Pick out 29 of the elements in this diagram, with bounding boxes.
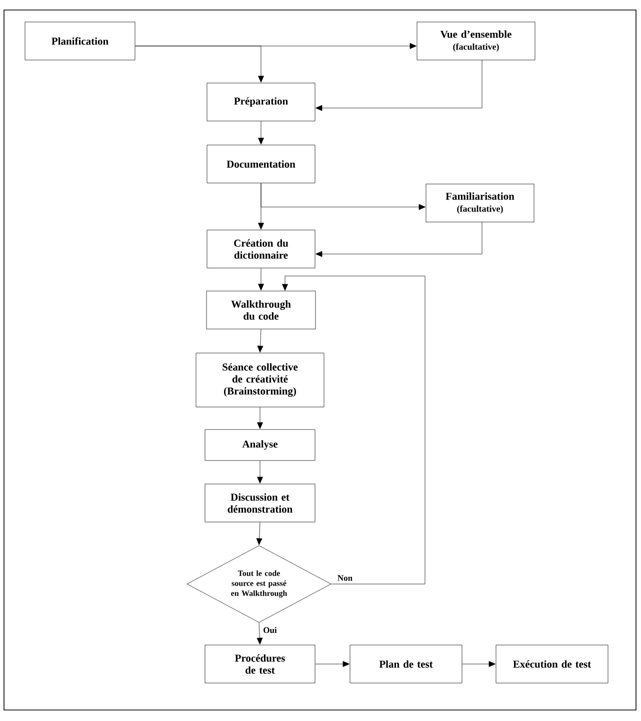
process-box: Préparation [206, 82, 316, 122]
process-box: Familiarisation (facultative) [426, 184, 534, 222]
arrow [462, 661, 496, 667]
process-box: Création du dictionnaire [206, 230, 316, 268]
process-box: Discussion et démonstration [204, 484, 316, 522]
arrow [316, 60, 482, 111]
process-box: Séance collective de créativité (Brainstorming) [196, 352, 324, 408]
arrow [257, 329, 264, 352]
process-box: Exécution de test [496, 644, 608, 684]
process-box: Analyse [204, 429, 316, 461]
arrow [282, 276, 426, 584]
arrow [256, 522, 262, 545]
process-box: Walkthrough du code [206, 290, 316, 330]
process-box: Planification [24, 22, 136, 60]
edge-label: Non [338, 575, 352, 581]
arrow [260, 183, 426, 210]
arrow [256, 622, 263, 644]
process-box: Procédures de test [204, 644, 316, 684]
process-box: Plan de test [350, 644, 462, 684]
arrow [135, 46, 264, 82]
arrow [316, 222, 482, 257]
arrow [258, 268, 264, 290]
process-box: Vue d’ensemble (facultative) [416, 22, 536, 60]
edge-label: Oui [264, 627, 277, 634]
process-box: Documentation [206, 144, 316, 184]
arrow [257, 460, 263, 484]
arrow [257, 407, 263, 429]
arrow [258, 121, 264, 144]
arrow [315, 661, 350, 667]
